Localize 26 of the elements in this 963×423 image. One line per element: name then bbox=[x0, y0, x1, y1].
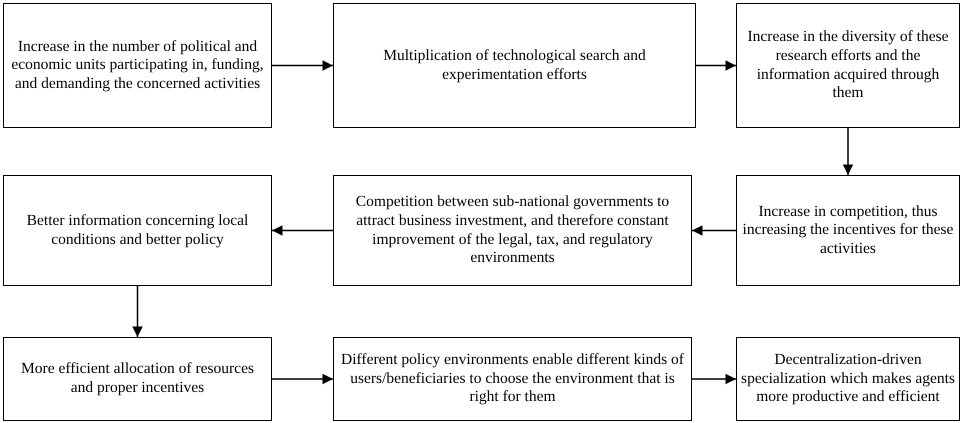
box-text: Competition between sub-national governments to attract business investment, and therefore constant improvement of the legal, tax, and regulatory environments bbox=[354, 193, 670, 268]
box-text: Increase in competition, thus increasing the incentives for these activities bbox=[742, 202, 954, 258]
process-box bbox=[736, 337, 960, 421]
box-text: Increase in the diversity of these research efforts and the information acquired through them bbox=[746, 28, 950, 103]
arrow bbox=[692, 225, 736, 236]
box-text: Decentralization-driven specialization which makes agents more productive and efficient bbox=[741, 351, 955, 407]
process-box bbox=[736, 3, 960, 128]
box-text: Multiplication of technological search and experimentation efforts bbox=[382, 46, 647, 84]
arrow bbox=[696, 60, 736, 71]
process-box bbox=[3, 337, 272, 421]
process-box bbox=[736, 175, 960, 286]
box-text: Better information concerning local conditions and better policy bbox=[26, 212, 250, 250]
arrow bbox=[842, 128, 854, 175]
process-box bbox=[333, 175, 692, 286]
box-text: Increase in the number of political and economic units participating in, funding, and demanding the concerned activities bbox=[10, 38, 265, 94]
process-box bbox=[3, 175, 272, 286]
process-box bbox=[333, 337, 692, 421]
arrow bbox=[272, 60, 333, 71]
process-box bbox=[333, 3, 696, 128]
box-text: Different policy environments enable different kinds of users/beneficiaries to choose the environment that is right for them bbox=[340, 351, 685, 407]
process-box bbox=[3, 3, 272, 128]
arrow bbox=[132, 286, 143, 337]
box-text: More efficient allocation of resources and proper incentives bbox=[20, 360, 255, 398]
arrow bbox=[272, 225, 333, 236]
arrow bbox=[272, 374, 333, 384]
arrow bbox=[692, 374, 736, 384]
